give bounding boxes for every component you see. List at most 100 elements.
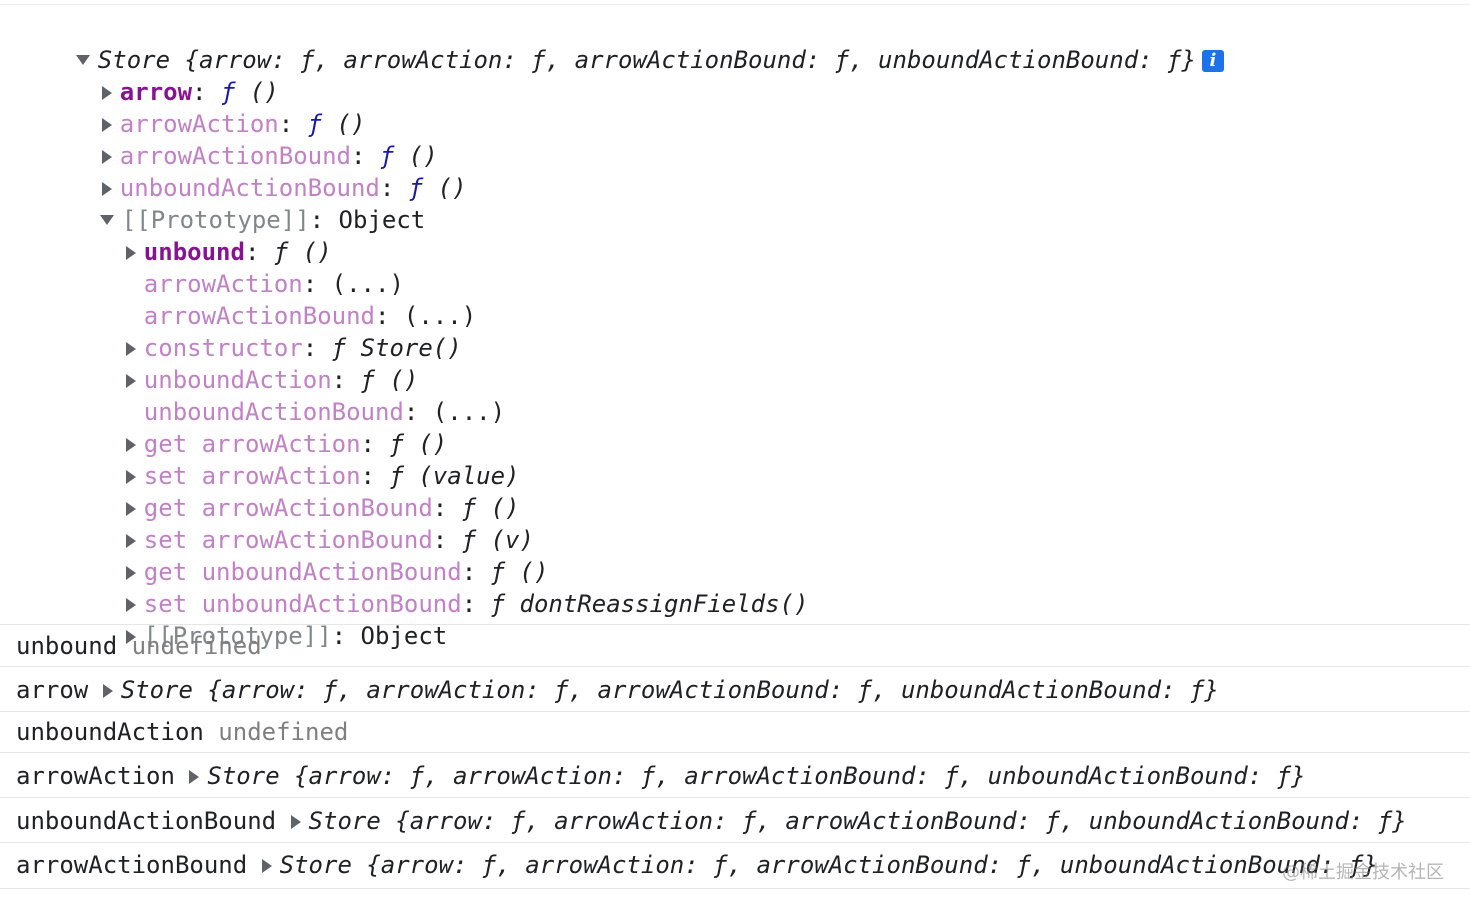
log-entry: arrowActionBound Store {arrow: ƒ, arrowA… bbox=[0, 842, 1470, 889]
expand-triangle-icon[interactable] bbox=[290, 815, 301, 829]
proto-item-prototype[interactable]: [[Prototype]]: Object bbox=[68, 588, 447, 650]
prop-row-unboundActionBound[interactable]: unboundActionBound: ƒ () bbox=[44, 140, 467, 202]
proto-item-arrowAction[interactable]: arrowAction: (...) bbox=[143, 270, 404, 298]
prop-value: ƒ dontReassignFields() bbox=[490, 590, 809, 618]
prop-value: () bbox=[249, 78, 279, 106]
expand-triangle-icon[interactable] bbox=[125, 374, 136, 388]
prop-row-arrowAction[interactable]: arrowAction: ƒ () bbox=[44, 76, 365, 138]
prop-key: get arrowAction bbox=[143, 430, 361, 458]
expand-triangle-icon[interactable] bbox=[101, 182, 112, 196]
lazy-getter-value[interactable]: (...) bbox=[331, 270, 404, 298]
log-entry: unbound undefined bbox=[0, 624, 1470, 667]
store-preview: Store {arrow: ƒ, arrowAction: ƒ, arrowAc… bbox=[97, 46, 1196, 74]
prop-key: constructor bbox=[143, 334, 303, 362]
expand-triangle-icon[interactable] bbox=[125, 566, 136, 580]
prop-key: [[Prototype]] bbox=[143, 622, 332, 650]
proto-item-get-arrowAction[interactable]: get arrowAction: ƒ () bbox=[68, 396, 447, 458]
expand-triangle-icon[interactable] bbox=[125, 502, 136, 516]
prop-key: arrowActionBound bbox=[119, 142, 351, 170]
log-object-preview[interactable]: Store {arrow: ƒ, arrowAction: ƒ, arrowAc… bbox=[308, 807, 1407, 835]
proto-item-get-unboundActionBound[interactable]: get unboundActionBound: ƒ () bbox=[68, 524, 548, 586]
prop-key: get unboundActionBound bbox=[143, 558, 462, 586]
prototype-value: Object bbox=[338, 206, 426, 234]
log-label: arrowAction bbox=[16, 762, 175, 790]
log-object-preview[interactable]: Store {arrow: ƒ, arrowAction: ƒ, arrowAc… bbox=[207, 762, 1306, 790]
prop-key: unbound bbox=[143, 238, 245, 266]
prop-key: arrowActionBound bbox=[143, 302, 375, 330]
expand-triangle-icon[interactable] bbox=[261, 859, 272, 873]
prop-row-arrowActionBound[interactable]: arrowActionBound: ƒ () bbox=[44, 108, 438, 170]
proto-item-get-arrowActionBound[interactable]: get arrowActionBound: ƒ () bbox=[68, 460, 519, 522]
function-keyword: ƒ bbox=[408, 174, 424, 202]
expand-triangle-icon[interactable] bbox=[189, 770, 200, 784]
proto-item-set-arrowAction[interactable]: set arrowAction: ƒ (value) bbox=[68, 428, 520, 490]
function-keyword: ƒ bbox=[307, 110, 323, 138]
log-label: arrow bbox=[16, 676, 89, 704]
proto-item-constructor[interactable]: constructor: ƒ Store() bbox=[68, 300, 462, 362]
expand-triangle-icon[interactable] bbox=[75, 55, 90, 65]
log-label: arrowActionBound bbox=[16, 851, 248, 879]
log-line: unbound undefined bbox=[16, 630, 262, 662]
log-line[interactable]: arrow Store {arrow: ƒ, arrowAction: ƒ, a… bbox=[16, 674, 1219, 706]
expand-triangle-icon[interactable] bbox=[99, 215, 114, 225]
prop-value: Object bbox=[360, 622, 448, 650]
log-line[interactable]: arrowAction Store {arrow: ƒ, arrowAction… bbox=[16, 760, 1306, 792]
expand-triangle-icon[interactable] bbox=[125, 630, 136, 644]
lazy-getter-value[interactable]: (...) bbox=[403, 302, 477, 330]
prop-key: get arrowActionBound bbox=[143, 494, 433, 522]
log-entry: unboundAction undefined bbox=[0, 711, 1470, 753]
prop-value: ƒ () bbox=[389, 430, 448, 458]
expand-triangle-icon[interactable] bbox=[101, 150, 112, 164]
prop-key: arrowAction bbox=[119, 110, 279, 138]
log-label: unboundActionBound bbox=[16, 807, 277, 835]
prop-value: ƒ (v) bbox=[461, 526, 534, 554]
store-object-header[interactable]: Store {arrow: ƒ, arrowAction: ƒ, arrowAc… bbox=[18, 12, 1224, 74]
prop-key: unboundActionBound bbox=[119, 174, 380, 202]
prop-value: ƒ () bbox=[273, 238, 332, 266]
prototype-label: [[Prototype]] bbox=[121, 206, 310, 234]
prop-key: set unboundActionBound bbox=[143, 590, 462, 618]
prop-key: set arrowActionBound bbox=[143, 526, 433, 554]
log-line: unboundAction undefined bbox=[16, 716, 348, 748]
proto-item-arrowActionBound[interactable]: arrowActionBound: (...) bbox=[143, 302, 477, 330]
prop-row-arrow[interactable]: arrow: ƒ () bbox=[44, 44, 279, 106]
expand-triangle-icon[interactable] bbox=[125, 342, 136, 356]
log-entry: unboundActionBound Store {arrow: ƒ, arro… bbox=[0, 797, 1470, 843]
expand-triangle-icon[interactable] bbox=[101, 86, 112, 100]
expand-triangle-icon[interactable] bbox=[125, 534, 136, 548]
log-line[interactable]: unboundActionBound Store {arrow: ƒ, arro… bbox=[16, 805, 1407, 837]
expand-triangle-icon[interactable] bbox=[102, 684, 113, 698]
proto-item-unboundActionBound[interactable]: unboundActionBound: (...) bbox=[143, 398, 506, 426]
log-value-undefined: undefined bbox=[131, 632, 262, 660]
expand-triangle-icon[interactable] bbox=[125, 246, 136, 260]
info-icon[interactable]: i bbox=[1201, 50, 1224, 72]
prop-key: set arrowAction bbox=[143, 462, 361, 490]
prototype-row[interactable]: [[Prototype]]: Object bbox=[42, 172, 425, 234]
prop-value: ƒ () bbox=[461, 494, 520, 522]
expand-triangle-icon[interactable] bbox=[101, 118, 112, 132]
log-entry: arrow Store {arrow: ƒ, arrowAction: ƒ, a… bbox=[0, 666, 1470, 712]
prop-value: ƒ Store() bbox=[331, 334, 462, 362]
log-object-preview[interactable]: Store {arrow: ƒ, arrowAction: ƒ, arrowAc… bbox=[120, 676, 1219, 704]
proto-item-set-arrowActionBound[interactable]: set arrowActionBound: ƒ (v) bbox=[68, 492, 534, 554]
expand-triangle-icon[interactable] bbox=[125, 438, 136, 452]
proto-item-unbound[interactable]: unbound: ƒ () bbox=[68, 204, 332, 266]
expand-triangle-icon[interactable] bbox=[125, 598, 136, 612]
prop-key: arrow bbox=[119, 78, 193, 106]
proto-item-unboundAction[interactable]: unboundAction: ƒ () bbox=[68, 332, 418, 394]
log-object-preview[interactable]: Store {arrow: ƒ, arrowAction: ƒ, arrowAc… bbox=[279, 851, 1378, 879]
log-value-undefined: undefined bbox=[218, 718, 349, 746]
expand-triangle-icon[interactable] bbox=[125, 470, 136, 484]
prop-value: ƒ () bbox=[490, 558, 549, 586]
log-label: unboundAction bbox=[16, 718, 204, 746]
log-label: unbound bbox=[16, 632, 118, 660]
watermark: @稀土掘金技术社区 bbox=[1282, 862, 1444, 883]
prop-key: unboundAction bbox=[143, 366, 332, 394]
log-line[interactable]: arrowActionBound Store {arrow: ƒ, arrowA… bbox=[16, 849, 1378, 881]
lazy-getter-value[interactable]: (...) bbox=[432, 398, 506, 426]
function-keyword: ƒ bbox=[220, 78, 236, 106]
prop-value: () bbox=[336, 110, 366, 138]
proto-item-set-unboundActionBound[interactable]: set unboundActionBound: ƒ dontReassignFi… bbox=[68, 556, 808, 618]
prop-value: () bbox=[408, 142, 438, 170]
